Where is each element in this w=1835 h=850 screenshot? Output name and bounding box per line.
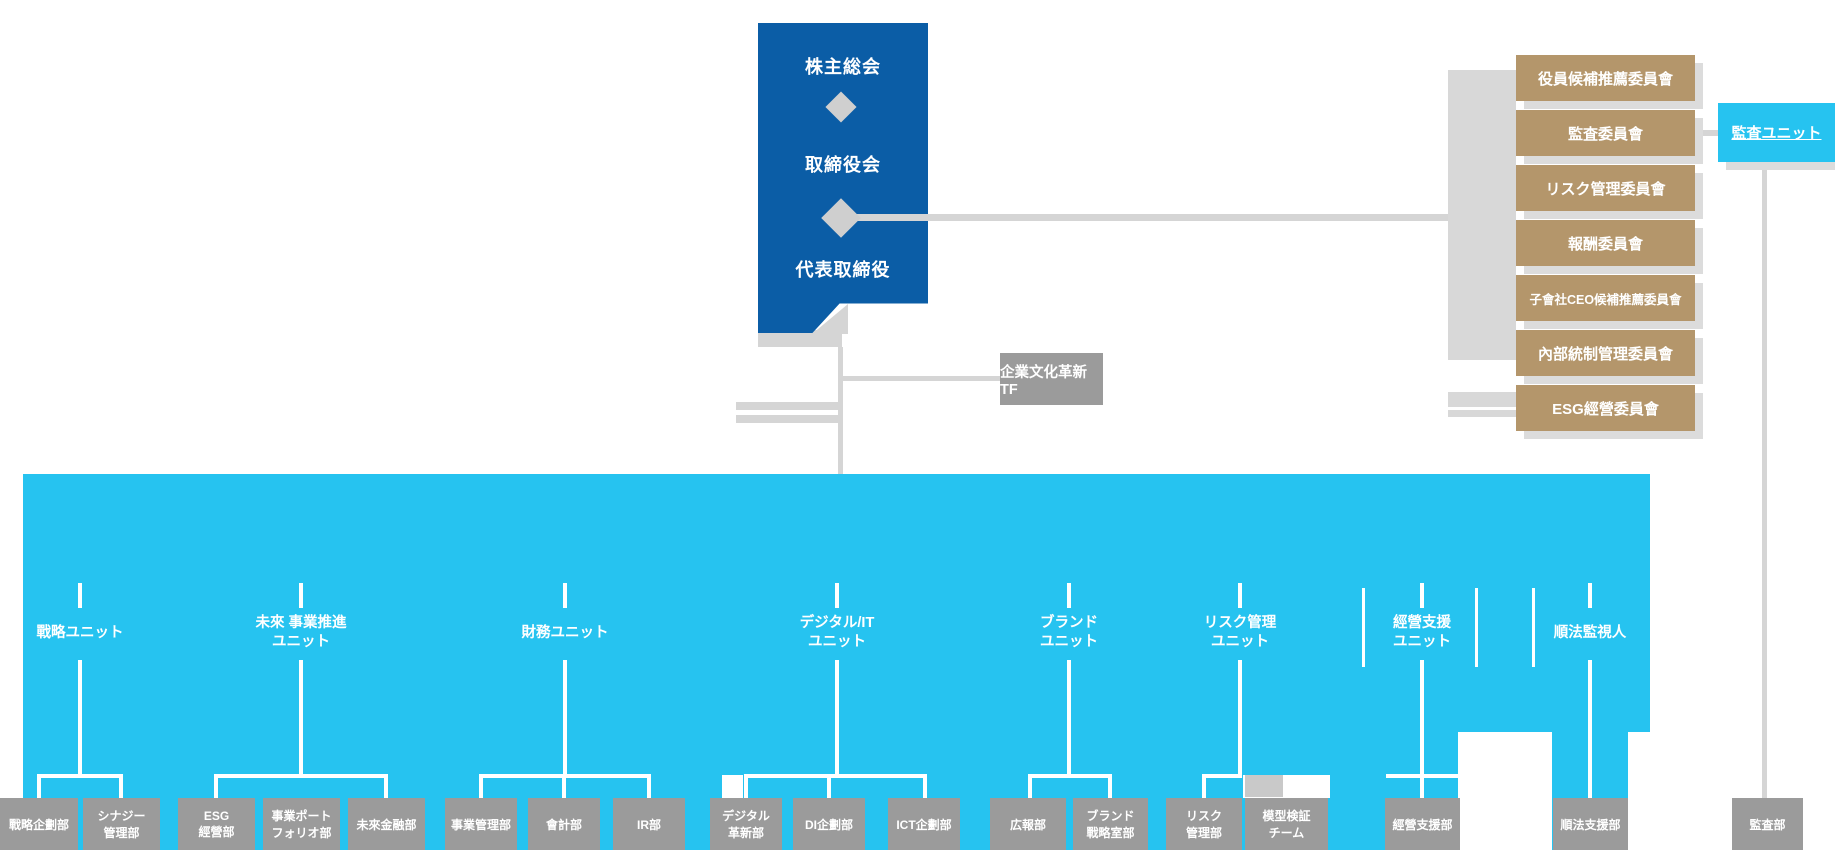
unit-management-support: 經營支援 ユニット [1393,615,1451,650]
audit-unit-box: 監査ユニット [1718,103,1835,162]
connector-audit-unit-to-dept [1762,162,1767,798]
committee-internal-control: 內部統制管理委員會 [1516,330,1695,376]
elbow-drop [562,774,566,798]
connector-ceo-to-units [838,347,843,482]
elbow-bar [214,774,388,778]
shareholders-meeting-label: 株主総会 [805,57,881,77]
elbow-drop [744,774,748,798]
committee-spine [1448,70,1516,360]
unit-compliance-officer: 順法監視人 [1553,624,1627,641]
unit-tick [78,583,82,608]
committee-subsidiary-ceo-nomination: 子會社CEO候補推薦委員會 [1516,275,1695,321]
unit-stem [835,660,839,778]
dept-management-support: 經營支援部 [1385,798,1460,850]
unit-tick [1588,583,1592,608]
dept-di-planning: DI企劃部 [793,798,865,850]
connector-double-bar [736,415,839,423]
connector-double-bar [736,402,839,410]
audit-unit-label: 監査ユニット [1731,125,1822,142]
elbow-drop [214,774,218,798]
dept-synergy-management: シナジー 管理部 [83,798,160,850]
band-divider [1362,588,1365,667]
unit-tick [299,583,303,608]
dept-compliance-support: 順法支援部 [1553,798,1628,850]
elbow-bar [1202,774,1242,778]
committee-nomination: 役員候補推薦委員會 [1516,55,1695,101]
committee-risk-management: リスク管理委員會 [1516,165,1695,211]
unit-stem [299,660,303,778]
elbow-drop [827,774,831,798]
elbow-drop [1108,774,1112,798]
committee-audit: 監査委員會 [1516,110,1695,156]
unit-brand: ブランド ユニット [1040,615,1098,650]
dept-strategy-planning: 戰略企劃部 [0,798,78,850]
elbow-bar [744,774,927,778]
elbow-bar [1028,774,1112,778]
unit-digital-it: デジタル/IT ユニット [799,615,875,650]
unit-stem [1420,660,1424,798]
task-force-box: 企業文化革新TF [1000,353,1103,405]
elbow-drop [479,774,483,798]
connector-to-taskforce [841,376,1000,381]
connector-board-to-committees [850,214,1448,221]
committee-compensation: 報酬委員會 [1516,220,1695,266]
dept-business-management: 事業管理部 [445,798,517,850]
dept-esg-management: ESG 經營部 [178,798,255,850]
elbow-drop [1202,774,1206,798]
committee-spine-block [1448,392,1516,407]
dept-brand-strategy: ブランド 戰略室部 [1073,798,1148,850]
unit-risk-management: リスク管理 ユニット [1203,615,1277,650]
unit-tick [835,583,839,608]
unit-tick [1420,583,1424,608]
dept-business-portfolio: 事業ポート フォリオ部 [263,798,340,850]
governance-ribbon: 株主総会 取締役会 代表取締役 [758,23,928,333]
unit-stem [78,660,82,778]
representative-director-label: 代表取締役 [795,260,891,280]
elbow-drop [1028,774,1032,798]
ribbon-shadow [758,330,842,347]
band-divider [1475,588,1478,667]
unit-stem [1588,660,1592,798]
elbow-bar [37,774,123,778]
band-divider [1532,588,1535,667]
model-validation-shadow-box [1245,775,1283,797]
unit-tick [1067,583,1071,608]
elbow-drop [923,774,927,798]
dept-model-validation-team: 模型検証 チーム [1245,798,1328,850]
band-cutout [722,775,743,798]
unit-tick [563,583,567,608]
board-of-directors-label: 取締役会 [805,155,881,175]
dept-ir: IR部 [613,798,685,850]
unit-future-business: 未來 事業推進 ユニット [255,615,347,650]
unit-finance: 財務ユニット [521,624,609,641]
connector-audit-committee-to-unit [1695,130,1718,136]
unit-tick [1238,583,1242,608]
dept-future-finance: 未來金融部 [348,798,425,850]
elbow-bar [1386,774,1458,778]
dept-digital-innovation: デジタル 革新部 [710,798,782,850]
committee-spine-block [1448,410,1516,417]
dept-ict-planning: ICT企劃部 [888,798,960,850]
committee-esg-management: ESG經營委員會 [1516,385,1695,431]
band-cutout [1458,732,1552,850]
dept-risk-management: リスク 管理部 [1166,798,1242,850]
unit-stem [1067,660,1071,778]
elbow-drop [37,774,41,798]
unit-stem [563,660,567,778]
dept-accounting: 會計部 [528,798,600,850]
band-cutout [1628,732,1650,850]
elbow-drop [384,774,388,798]
task-force-label: 企業文化革新TF [1000,364,1087,398]
unit-stem [1238,660,1242,778]
unit-strategy: 戰略ユニット [36,624,124,641]
dept-public-relations: 広報部 [990,798,1066,850]
elbow-drop [119,774,123,798]
dept-audit: 監査部 [1732,798,1803,850]
elbow-drop [647,774,651,798]
